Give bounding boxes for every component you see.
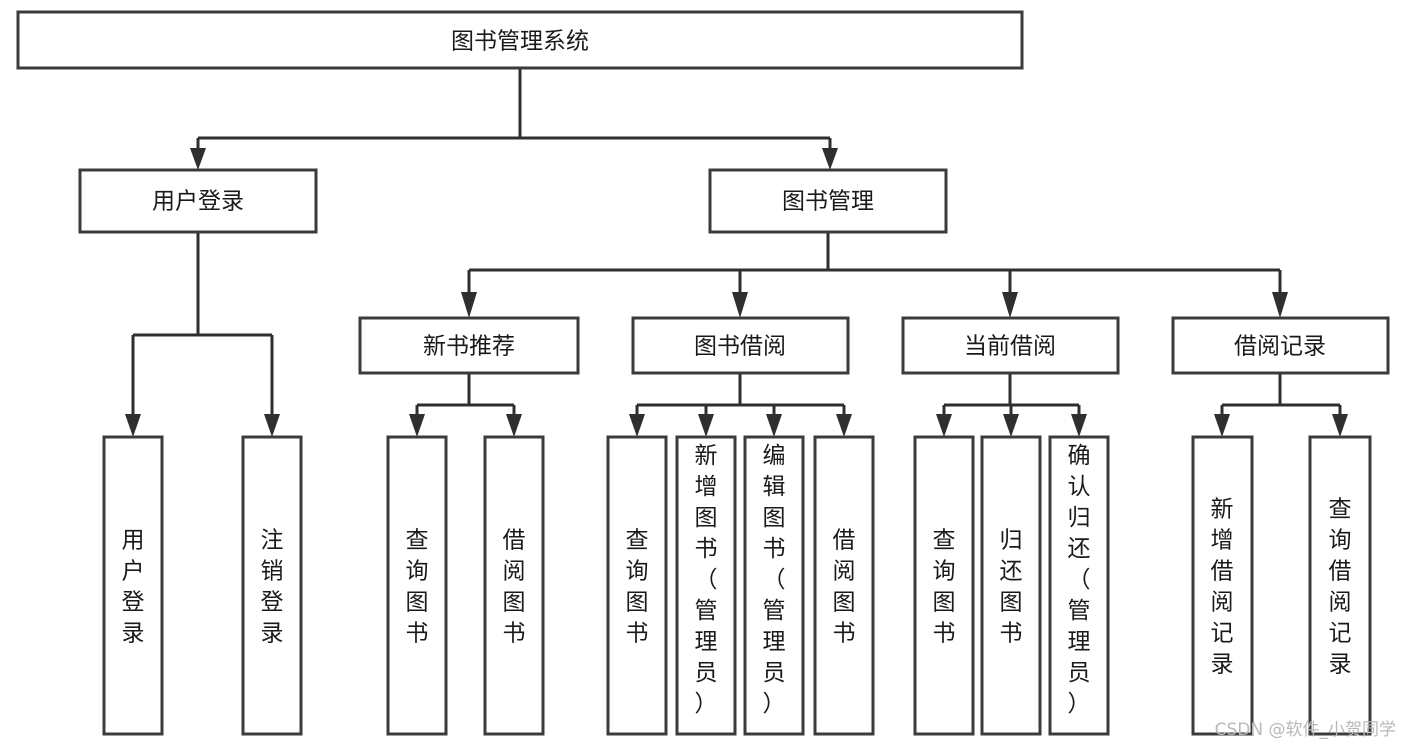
arrow-leaf-add-book-icon: [698, 414, 714, 437]
leaf-add-record-label: 新增借阅记录: [1211, 497, 1234, 678]
node-root[interactable]: 图书管理系统: [16, 10, 1024, 70]
leaf-return-book-box[interactable]: [980, 435, 1042, 736]
arrow-leaf-query-book-3-icon: [936, 414, 952, 437]
arrow-user-login-icon: [190, 148, 206, 170]
arrow-leaf-borrow-book-1-icon: [506, 414, 522, 437]
root-label: 图书管理系统: [451, 29, 589, 55]
leaf-user-logout-box[interactable]: [241, 435, 303, 736]
leaf-borrow-book-1-label: 借阅图书: [503, 528, 526, 647]
borrow-record-label: 借阅记录: [1234, 334, 1326, 360]
leaf-confirm-return-label: 确认归还（管理员）: [1068, 443, 1091, 717]
leaf-query-record-box[interactable]: [1308, 435, 1372, 736]
node-leaf-confirm-return[interactable]: 确认归还（管理员）: [1048, 435, 1110, 736]
node-user-login[interactable]: 用户登录: [78, 168, 318, 234]
arrow-leaf-user-logout-icon: [264, 414, 280, 437]
leaf-add-record-box[interactable]: [1191, 435, 1254, 736]
book-manage-label: 图书管理: [782, 189, 874, 215]
leaf-query-book-3-label: 查询图书: [933, 528, 956, 647]
leaf-confirm-return-box[interactable]: [1048, 435, 1110, 736]
new-book-rec-label: 新书推荐: [423, 334, 515, 360]
leaf-edit-book-box[interactable]: [743, 435, 805, 736]
node-leaf-add-record[interactable]: 新增借阅记录: [1191, 435, 1254, 736]
node-leaf-user-logout[interactable]: 注销登录: [241, 435, 303, 736]
book-borrow-box[interactable]: [631, 316, 850, 375]
leaf-query-book-1-label: 查询图书: [406, 528, 429, 647]
arrow-borrow-record-icon: [1272, 292, 1288, 318]
arrow-leaf-add-record-icon: [1214, 414, 1230, 437]
leaf-query-book-2-box[interactable]: [606, 435, 668, 736]
node-leaf-query-book-1[interactable]: 查询图书: [386, 435, 448, 736]
leaf-query-book-2-label: 查询图书: [626, 528, 649, 647]
arrow-new-book-rec-icon: [461, 292, 477, 318]
node-leaf-query-book-2[interactable]: 查询图书: [606, 435, 668, 736]
node-leaf-add-book[interactable]: 新增图书（管理员）: [675, 435, 737, 736]
arrow-leaf-edit-book-icon: [766, 414, 782, 437]
leaf-user-login-box[interactable]: [102, 435, 164, 736]
user-login-box[interactable]: [78, 168, 318, 234]
leaf-user-login-label: 用户登录: [122, 528, 145, 647]
node-book-manage[interactable]: 图书管理: [708, 168, 948, 234]
leaf-return-book-label: 归还图书: [1000, 528, 1023, 647]
new-book-rec-box[interactable]: [358, 316, 580, 375]
leaf-query-record-label: 查询借阅记录: [1329, 497, 1352, 678]
user-login-label: 用户登录: [152, 189, 244, 215]
leaf-borrow-book-2-label: 借阅图书: [833, 528, 856, 647]
leaf-add-book-box[interactable]: [675, 435, 737, 736]
leaf-query-book-1-box[interactable]: [386, 435, 448, 736]
book-borrow-label: 图书借阅: [694, 334, 786, 360]
node-borrow-record[interactable]: 借阅记录: [1171, 316, 1390, 375]
watermark-label: CSDN @软件_小贺同学: [1215, 720, 1396, 740]
node-new-book-rec[interactable]: 新书推荐: [358, 316, 580, 375]
book-manage-box[interactable]: [708, 168, 948, 234]
node-leaf-borrow-book-2[interactable]: 借阅图书: [813, 435, 875, 736]
node-leaf-edit-book[interactable]: 编辑图书（管理员）: [743, 435, 805, 736]
arrow-book-manage-icon: [822, 148, 838, 170]
leaf-borrow-book-1-box[interactable]: [483, 435, 545, 736]
arrow-current-borrow-icon: [1002, 292, 1018, 318]
arrow-leaf-query-book-1-icon: [409, 414, 425, 437]
leaf-borrow-book-2-box[interactable]: [813, 435, 875, 736]
leaf-add-book-label: 新增图书（管理员）: [695, 443, 718, 717]
arrow-book-borrow-icon: [732, 292, 748, 318]
node-leaf-return-book[interactable]: 归还图书: [980, 435, 1042, 736]
node-leaf-user-login[interactable]: 用户登录: [102, 435, 164, 736]
root-box[interactable]: [16, 10, 1024, 70]
arrow-leaf-confirm-return-icon: [1071, 414, 1087, 437]
node-leaf-query-book-3[interactable]: 查询图书: [913, 435, 975, 736]
arrow-leaf-return-book-icon: [1003, 414, 1019, 437]
current-borrow-label: 当前借阅: [964, 334, 1056, 360]
current-borrow-box[interactable]: [901, 316, 1120, 375]
leaf-layer: 用户登录 注销登录 查询图书 借阅图书 查询图书 新增图书（管理员） 编辑图书（…: [102, 435, 1372, 736]
node-current-borrow[interactable]: 当前借阅: [901, 316, 1120, 375]
node-book-borrow[interactable]: 图书借阅: [631, 316, 850, 375]
node-leaf-borrow-book-1[interactable]: 借阅图书: [483, 435, 545, 736]
arrow-leaf-borrow-book-2-icon: [836, 414, 852, 437]
arrow-leaf-query-record-icon: [1332, 414, 1348, 437]
node-leaf-query-record[interactable]: 查询借阅记录: [1308, 435, 1372, 736]
leaf-query-book-3-box[interactable]: [913, 435, 975, 736]
leaf-edit-book-label: 编辑图书（管理员）: [763, 443, 786, 717]
arrow-leaf-user-login-icon: [125, 414, 141, 437]
arrow-leaf-query-book-2-icon: [629, 414, 645, 437]
borrow-record-box[interactable]: [1171, 316, 1390, 375]
leaf-user-logout-label: 注销登录: [261, 528, 284, 647]
edge-layer: [125, 68, 1348, 437]
